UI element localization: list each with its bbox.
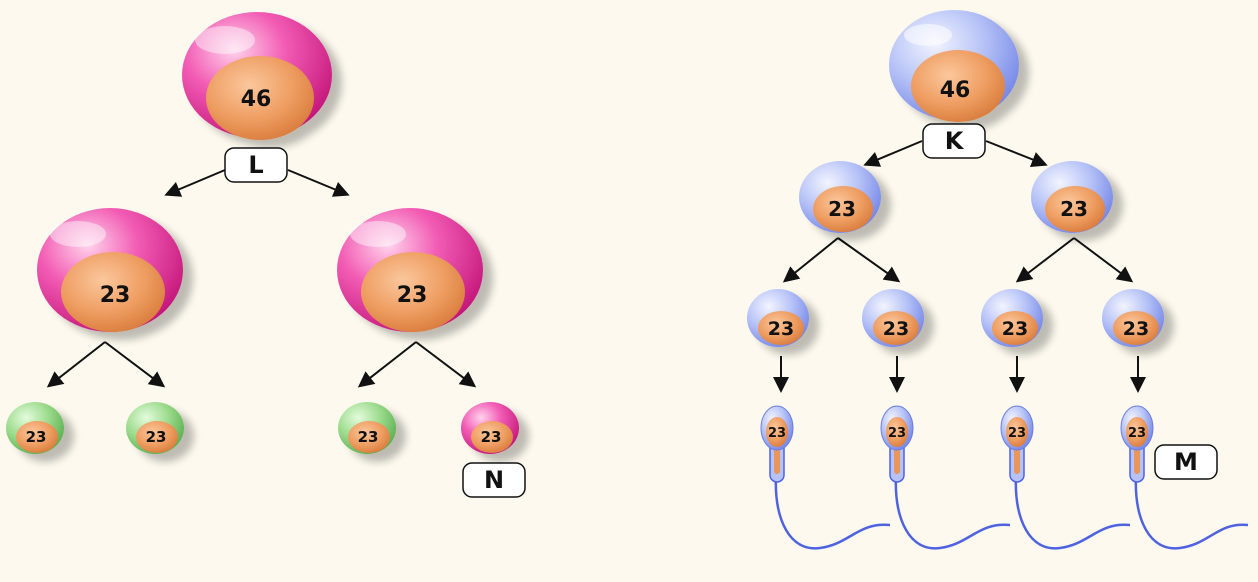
label-box-m bbox=[1154, 444, 1218, 480]
arrow bbox=[287, 169, 350, 197]
cell-chromosome-count: 23 bbox=[888, 426, 906, 441]
label-k: K bbox=[945, 127, 965, 155]
arrow bbox=[104, 341, 166, 388]
polar-body-cell bbox=[338, 402, 396, 454]
cell-chromosome-count: 23 bbox=[1123, 318, 1149, 340]
label-box-k bbox=[922, 123, 986, 159]
cell-chromosome-count: 23 bbox=[768, 426, 786, 441]
cell-chromosome-count: 23 bbox=[1128, 426, 1146, 441]
polar-body-cell bbox=[126, 402, 184, 454]
arrow bbox=[357, 341, 417, 388]
egg-cell bbox=[461, 402, 519, 454]
cell-chromosome-count: 23 bbox=[100, 283, 131, 308]
secondary-cell-left bbox=[37, 208, 183, 332]
cell-chromosome-count: 23 bbox=[768, 318, 794, 340]
cell-chromosome-count: 23 bbox=[358, 428, 379, 446]
secondary-cell-right bbox=[1031, 161, 1113, 233]
secondary-cell-left bbox=[799, 161, 881, 233]
arrow bbox=[837, 237, 901, 283]
cell-chromosome-count: 46 bbox=[940, 78, 971, 103]
primary-oocyte-cell bbox=[182, 12, 332, 140]
polar-body-cell bbox=[6, 402, 64, 454]
label-box-l bbox=[224, 147, 288, 183]
label-m: M bbox=[1174, 448, 1198, 476]
spermatid-cell bbox=[862, 289, 924, 347]
arrow bbox=[164, 169, 226, 197]
sperm-cell bbox=[760, 405, 891, 550]
cell-chromosome-count: 23 bbox=[397, 283, 428, 308]
cell-chromosome-count: 23 bbox=[1060, 197, 1088, 221]
cell-chromosome-count: 23 bbox=[883, 318, 909, 340]
primary-spermatocyte-cell bbox=[889, 10, 1019, 122]
cell-chromosome-count: 23 bbox=[146, 428, 167, 446]
secondary-cell-right bbox=[337, 208, 483, 332]
sperm-cell bbox=[1120, 405, 1249, 550]
sperm-cell bbox=[880, 405, 1011, 550]
arrow bbox=[863, 140, 923, 167]
arrow bbox=[46, 341, 106, 388]
cell-chromosome-count: 23 bbox=[26, 428, 47, 446]
cell-chromosome-count: 23 bbox=[828, 197, 856, 221]
label-box-n bbox=[462, 462, 526, 498]
spermatid-cell bbox=[747, 289, 809, 347]
arrow bbox=[415, 341, 477, 388]
cell-chromosome-count: 46 bbox=[241, 87, 272, 112]
arrow bbox=[782, 237, 839, 283]
cell-chromosome-count: 23 bbox=[1008, 426, 1026, 441]
cell-chromosome-count: 23 bbox=[1002, 318, 1028, 340]
spermatid-cell bbox=[981, 289, 1043, 347]
spermatogenesis-branch: 46 K 23 23 23 23 23 bbox=[747, 10, 1249, 550]
cell-chromosome-count: 23 bbox=[481, 428, 502, 446]
sperm-cell bbox=[1000, 405, 1131, 550]
spermatid-cell bbox=[1102, 289, 1164, 347]
arrow bbox=[1073, 237, 1134, 283]
arrow bbox=[985, 140, 1048, 168]
arrow bbox=[1015, 237, 1075, 283]
label-n: N bbox=[484, 466, 504, 494]
oogenesis-branch: 46 L 23 23 23 23 bbox=[6, 12, 526, 498]
label-l: L bbox=[248, 151, 263, 179]
